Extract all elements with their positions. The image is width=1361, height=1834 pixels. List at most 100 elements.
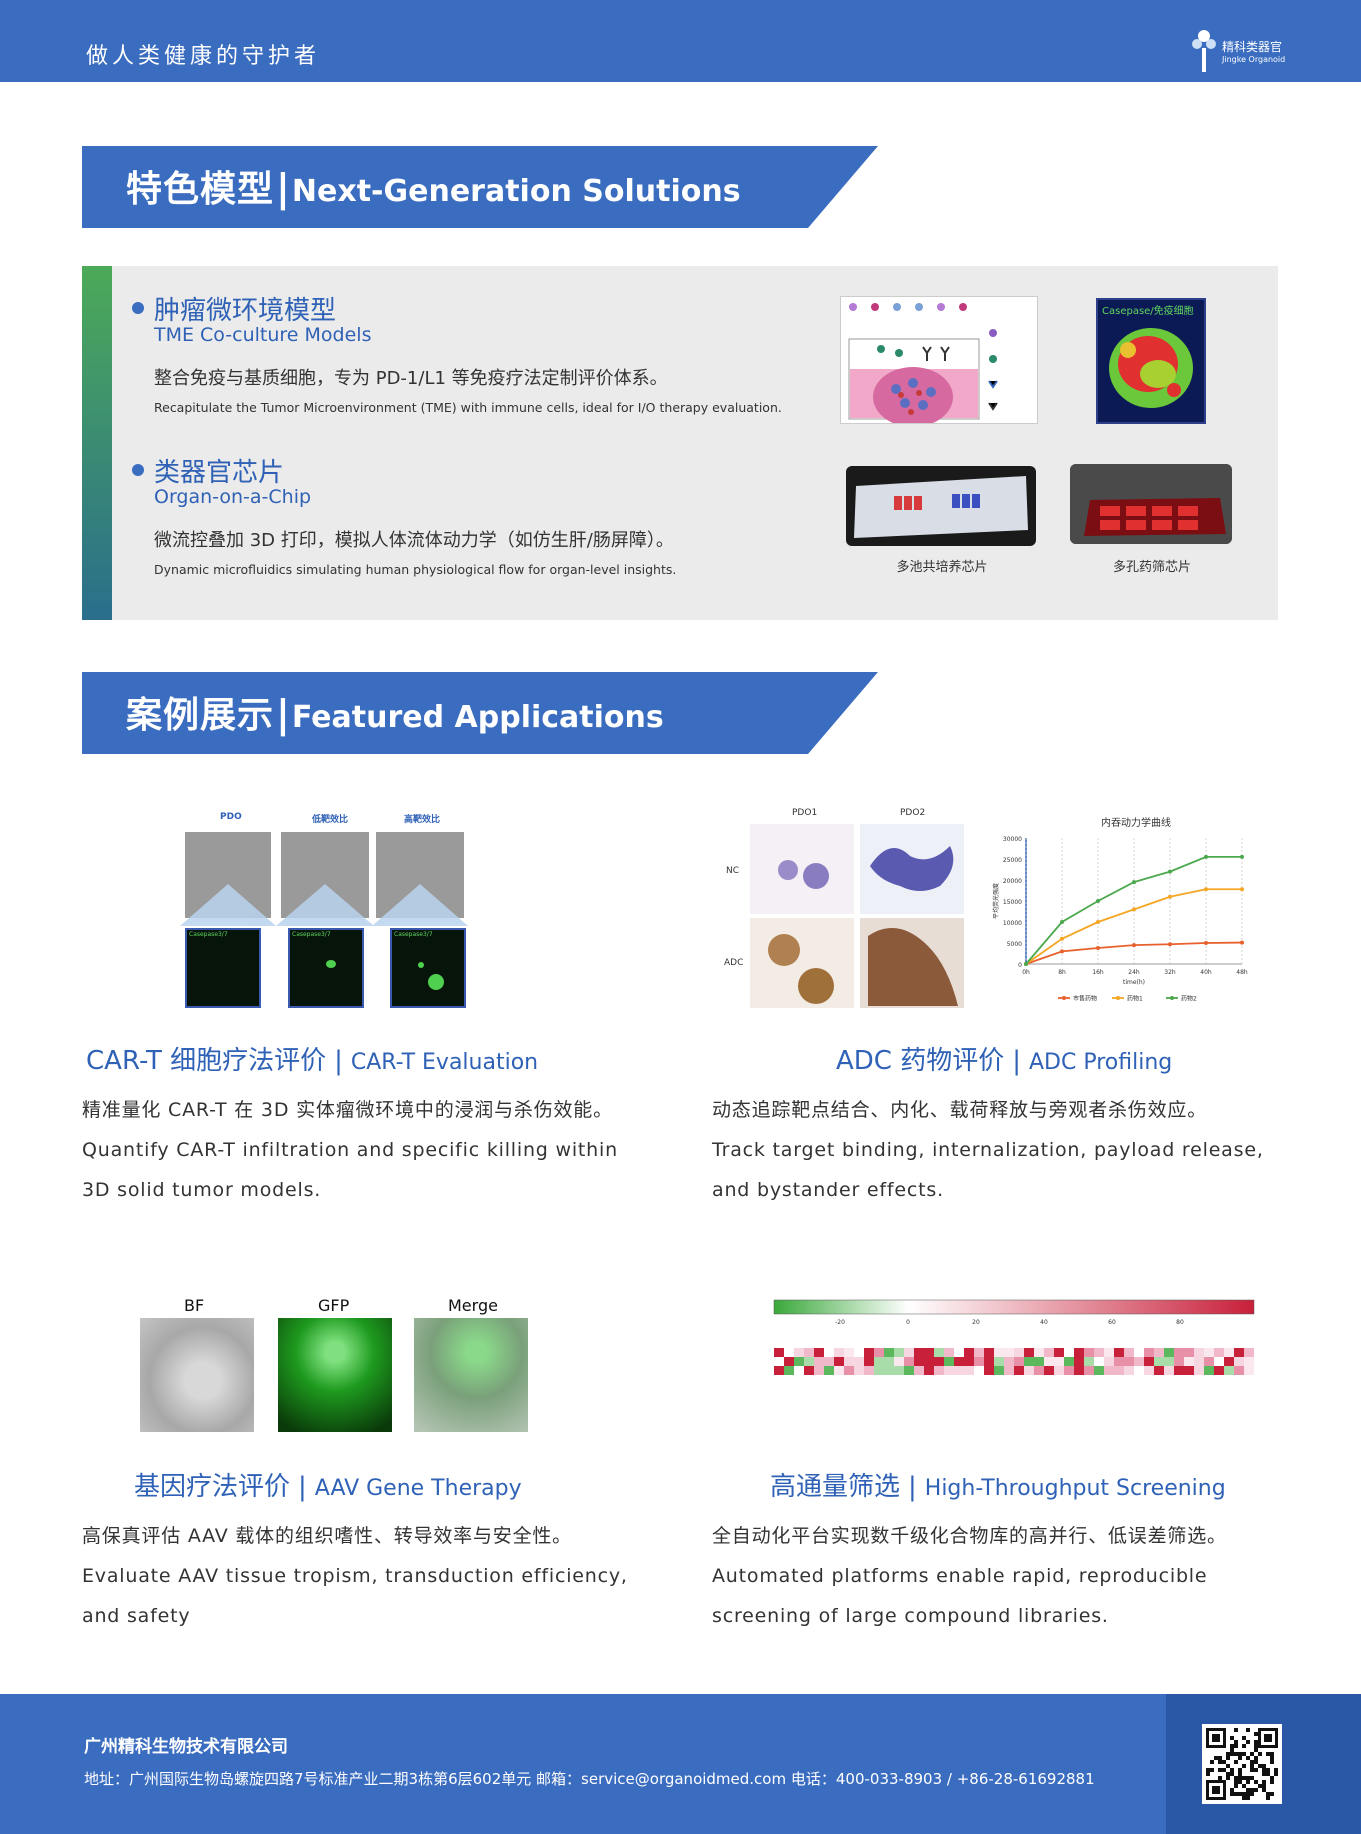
- heatmap-cell: [1144, 1348, 1154, 1357]
- heatmap-cell: [1064, 1348, 1074, 1357]
- heatmap-cell: [1134, 1348, 1144, 1357]
- heatmap-cell: [1004, 1348, 1014, 1357]
- footer: 广州精科生物技术有限公司 地址：广州国际生物岛螺旋四路7号标准产业二期3栋第6层…: [0, 1694, 1361, 1834]
- y-tick-label: 10000: [1003, 920, 1022, 927]
- heatmap-cell: [1164, 1366, 1174, 1375]
- y-tick-label: 15000: [1003, 899, 1022, 906]
- brightfield-image: [140, 1318, 254, 1432]
- heatmap-cell: [1074, 1348, 1084, 1357]
- heatmap-cell: [1034, 1357, 1044, 1366]
- heatmap-cell: [1014, 1348, 1024, 1357]
- heatmap-cell: [1064, 1357, 1074, 1366]
- heatmap-cell: [894, 1348, 904, 1357]
- heatmap-cell: [1004, 1366, 1014, 1375]
- feature-panel: 肿瘤微环境模型 TME Co-culture Models 整合免疫与基质细胞，…: [82, 266, 1278, 620]
- heatmap-cell: [1154, 1357, 1164, 1366]
- heatmap-cell: [1004, 1357, 1014, 1366]
- heatmap-cell: [1014, 1357, 1024, 1366]
- feature-title-en: TME Co-culture Models: [154, 324, 372, 346]
- heatmap-cell: [874, 1357, 884, 1366]
- scale-tick-label: 80: [1176, 1319, 1184, 1326]
- heatmap-cell: [1104, 1366, 1114, 1375]
- heatmap-cell: [1114, 1357, 1124, 1366]
- heatmap-cell: [1234, 1348, 1244, 1357]
- heatmap-cell: [964, 1366, 974, 1375]
- heatmap-cell: [984, 1366, 994, 1375]
- heatmap-cell: [914, 1366, 924, 1375]
- data-point: [1204, 854, 1208, 859]
- heatmap-cell: [934, 1357, 944, 1366]
- heatmap-cell: [1194, 1366, 1204, 1375]
- x-tick-label: 40h: [1200, 969, 1212, 976]
- heatmap-cell: [884, 1366, 894, 1375]
- heatmap-cell: [1134, 1357, 1144, 1366]
- heatmap-cell: [954, 1357, 964, 1366]
- feature-desc-en: Recapitulate the Tumor Microenvironment …: [154, 400, 782, 415]
- aav-figure: BF GFP Merge: [138, 1294, 538, 1434]
- heatmap-cell: [1024, 1366, 1034, 1375]
- tme-schematic-image: [840, 296, 1038, 424]
- heatmap-cell: [864, 1357, 874, 1366]
- fig-col-label: PDO1: [792, 808, 818, 818]
- heatmap-cell: [824, 1348, 834, 1357]
- contact-info: 地址：广州国际生物岛螺旋四路7号标准产业二期3栋第6层602单元 邮箱：serv…: [84, 1770, 1095, 1788]
- heatmap-cell: [834, 1348, 844, 1357]
- heatmap-cell: [774, 1366, 784, 1375]
- data-point: [1204, 941, 1208, 945]
- heatmap-cell: [1124, 1357, 1134, 1366]
- heatmap-cell: [944, 1348, 954, 1357]
- heatmap-cell: [884, 1357, 894, 1366]
- heatmap-cell: [994, 1366, 1004, 1375]
- heatmap-cell: [1034, 1366, 1044, 1375]
- heatmap-cell: [1034, 1348, 1044, 1357]
- heatmap-cell: [1244, 1348, 1254, 1357]
- heatmap-cell: [1144, 1357, 1154, 1366]
- heatmap-cell: [1044, 1348, 1054, 1357]
- heatmap-cell: [834, 1357, 844, 1366]
- scale-tick-label: 20: [972, 1319, 980, 1326]
- heatmap-cell: [1214, 1366, 1224, 1375]
- heatmap-cell: [1224, 1366, 1234, 1375]
- heatmap-cell: [784, 1348, 794, 1357]
- heatmap-cell: [1244, 1366, 1254, 1375]
- heatmap-cell: [1124, 1348, 1134, 1357]
- x-tick-label: 24h: [1128, 969, 1140, 976]
- qr-code[interactable]: [1202, 1724, 1282, 1804]
- heatmap-cell: [1144, 1366, 1154, 1375]
- merge-image: [414, 1318, 528, 1432]
- chip-caption-2: 多孔药筛芯片: [1112, 560, 1191, 575]
- data-point: [1096, 920, 1100, 924]
- heatmap-cell: [1054, 1348, 1064, 1357]
- heatmap-cell: [1154, 1366, 1164, 1375]
- heatmap-cell: [1154, 1348, 1164, 1357]
- heatmap-cell: [814, 1348, 824, 1357]
- case-desc-cart: 精准量化 CAR-T 在 3D 实体瘤微环境中的浸润与杀伤效能。 Quantif…: [82, 1099, 618, 1201]
- heatmap-cell: [1094, 1348, 1104, 1357]
- heatmap-cell: [914, 1357, 924, 1366]
- company-logo[interactable]: 精科类器官 Jingke Organoid: [1190, 28, 1310, 74]
- heatmap-cell: [974, 1357, 984, 1366]
- heatmap-cell: [1014, 1366, 1024, 1375]
- heatmap-cell: [1084, 1357, 1094, 1366]
- heatmap-cell: [814, 1366, 824, 1375]
- data-point: [1240, 887, 1244, 892]
- heatmap-cell: [904, 1357, 914, 1366]
- data-point: [1168, 942, 1172, 947]
- top-bar: 做人类健康的守护者 精科类器官 Jingke Organoid: [0, 0, 1361, 82]
- x-tick-label: 0h: [1022, 969, 1030, 976]
- logo-text-en: Jingke Organoid: [1222, 55, 1286, 64]
- heatmap-cell: [1094, 1357, 1104, 1366]
- data-point: [1060, 936, 1064, 941]
- chip-caption-1: 多池共培养芯片: [896, 560, 988, 575]
- heatmap-cell: [1134, 1366, 1144, 1375]
- heatmap-cell: [1024, 1348, 1034, 1357]
- legend-label: 药物2: [1181, 995, 1197, 1003]
- heatmap-cell: [974, 1366, 984, 1375]
- logo-text-cn: 精科类器官: [1222, 40, 1283, 54]
- heatmap-cell: [1214, 1348, 1224, 1357]
- heatmap-cell: [834, 1366, 844, 1375]
- multi-well-chip-image: [1070, 464, 1232, 544]
- heatmap-cell: [1044, 1357, 1054, 1366]
- data-point: [1168, 894, 1172, 899]
